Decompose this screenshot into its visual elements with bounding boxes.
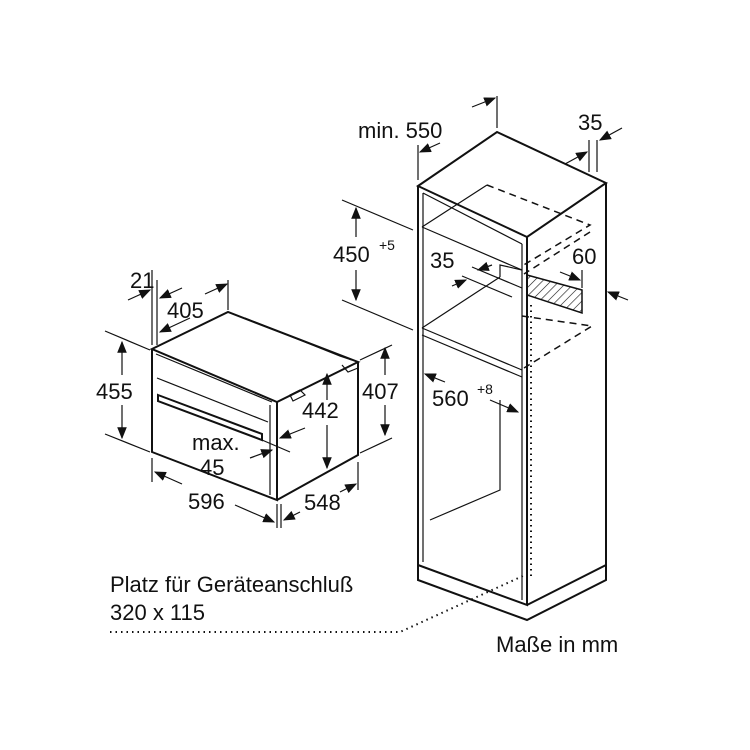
cabinet-niche-width-label: 560 xyxy=(432,386,469,411)
oven-max-label: max. xyxy=(192,430,240,455)
cabinet-niche-width-tolerance: +8 xyxy=(477,381,493,397)
units-note: Maße in mm xyxy=(496,632,618,657)
cabinet-drawing xyxy=(415,130,609,622)
oven-height-label: 455 xyxy=(96,379,133,404)
cabinet-shelf-gap-label: 35 xyxy=(430,248,454,273)
connection-note-line2: 320 x 115 xyxy=(110,600,205,625)
cabinet-niche-height-tolerance: +5 xyxy=(379,237,395,253)
oven-side-height-label: 407 xyxy=(362,379,399,404)
cabinet-vent-label: 60 xyxy=(572,244,596,269)
oven-max-value: 45 xyxy=(200,455,224,480)
cabinet-dimension-lines xyxy=(110,96,629,633)
cabinet-back-gap-label: 35 xyxy=(578,110,602,135)
oven-front-depth-label: 21 xyxy=(130,268,154,293)
oven-width-label: 596 xyxy=(188,489,225,514)
connection-note-line1: Platz für Geräteanschluß xyxy=(110,572,353,597)
oven-dimension-lines xyxy=(104,270,393,528)
cabinet-niche-height-label: 450 xyxy=(333,242,370,267)
oven-depth-label: 405 xyxy=(167,298,204,323)
oven-inner-height-label: 442 xyxy=(302,398,339,423)
cabinet-min-width-label: min. 550 xyxy=(358,118,442,143)
oven-side-depth-label: 548 xyxy=(304,490,341,515)
